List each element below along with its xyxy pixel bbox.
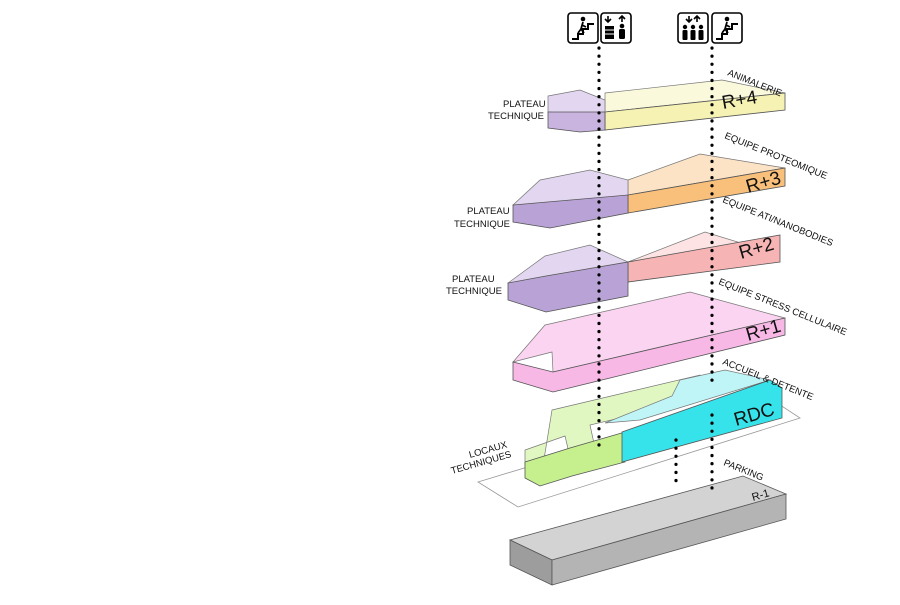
icons-right <box>677 12 743 44</box>
side-label-r2-2: TECHNIQUE <box>446 286 502 297</box>
passenger-elevator-icon <box>677 12 709 44</box>
side-label-r2-1: PLATEAU <box>452 274 495 285</box>
level-r-1: R-1 PARKING <box>508 458 788 586</box>
rdc-reception-top <box>604 369 772 424</box>
parking-slab-side <box>551 493 787 586</box>
r4-tech-front <box>547 111 606 133</box>
rdc-reception-front <box>621 379 783 463</box>
side-label-r3-1: PLATEAU <box>467 206 510 217</box>
freight-elevator-icon <box>600 12 632 44</box>
r4-tech-top <box>547 89 606 115</box>
side-label-r3-2: TECHNIQUE <box>454 219 510 230</box>
level-r+4: R+4 ANIMALERIE PLATEAU TECHNIQUE <box>488 68 786 133</box>
stairs-up-icon <box>711 12 743 44</box>
icons-left <box>567 12 632 44</box>
side-label-r4-1: PLATEAU <box>503 99 546 110</box>
level-code-r-1: R-1 <box>751 487 771 503</box>
r1-slab-front <box>512 317 786 393</box>
stairs-up-icon <box>567 12 599 44</box>
circulation-lines <box>597 46 714 492</box>
side-label-r4-2: TECHNIQUE <box>488 111 544 122</box>
